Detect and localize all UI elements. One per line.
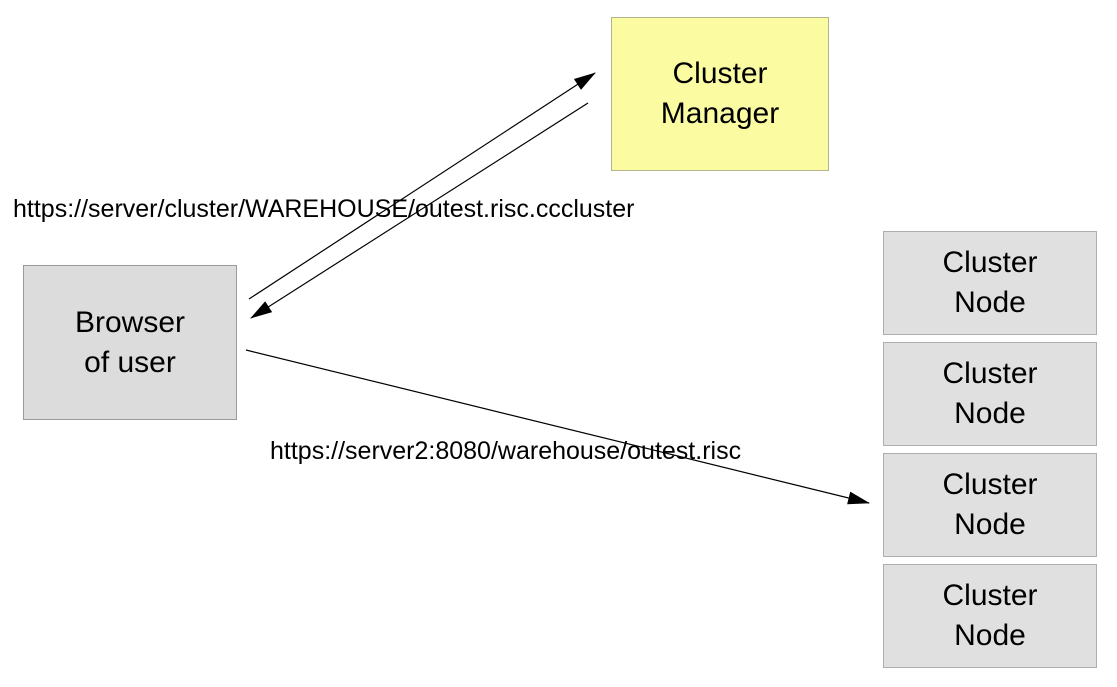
cluster-node-1-box: Cluster Node [883, 231, 1097, 335]
cluster-node-4-box: Cluster Node [883, 564, 1097, 668]
cluster-node-2-label: Cluster Node [942, 357, 1038, 430]
url-label-cluster-node-request: https://server2:8080/warehouse/outest.ri… [270, 437, 742, 465]
url-label-cluster-manager-request: https://server/cluster/WAREHOUSE/outest.… [13, 195, 635, 223]
cluster-node-3-box: Cluster Node [883, 453, 1097, 557]
cluster-node-3-label: Cluster Node [942, 468, 1038, 541]
browser-of-user-box: Browser of user [23, 265, 237, 420]
arrow-browser-to-cluster-node-3 [245, 349, 870, 505]
cluster-node-2-box: Cluster Node [883, 342, 1097, 446]
cluster-manager-label: Cluster Manager [660, 57, 780, 130]
cluster-node-1-label: Cluster Node [942, 246, 1038, 319]
cluster-manager-box: Cluster Manager [611, 17, 829, 171]
arrow-browser-to-cluster-manager [248, 72, 596, 300]
cluster-node-4-label: Cluster Node [942, 579, 1038, 652]
browser-of-user-label: Browser of user [74, 305, 186, 379]
